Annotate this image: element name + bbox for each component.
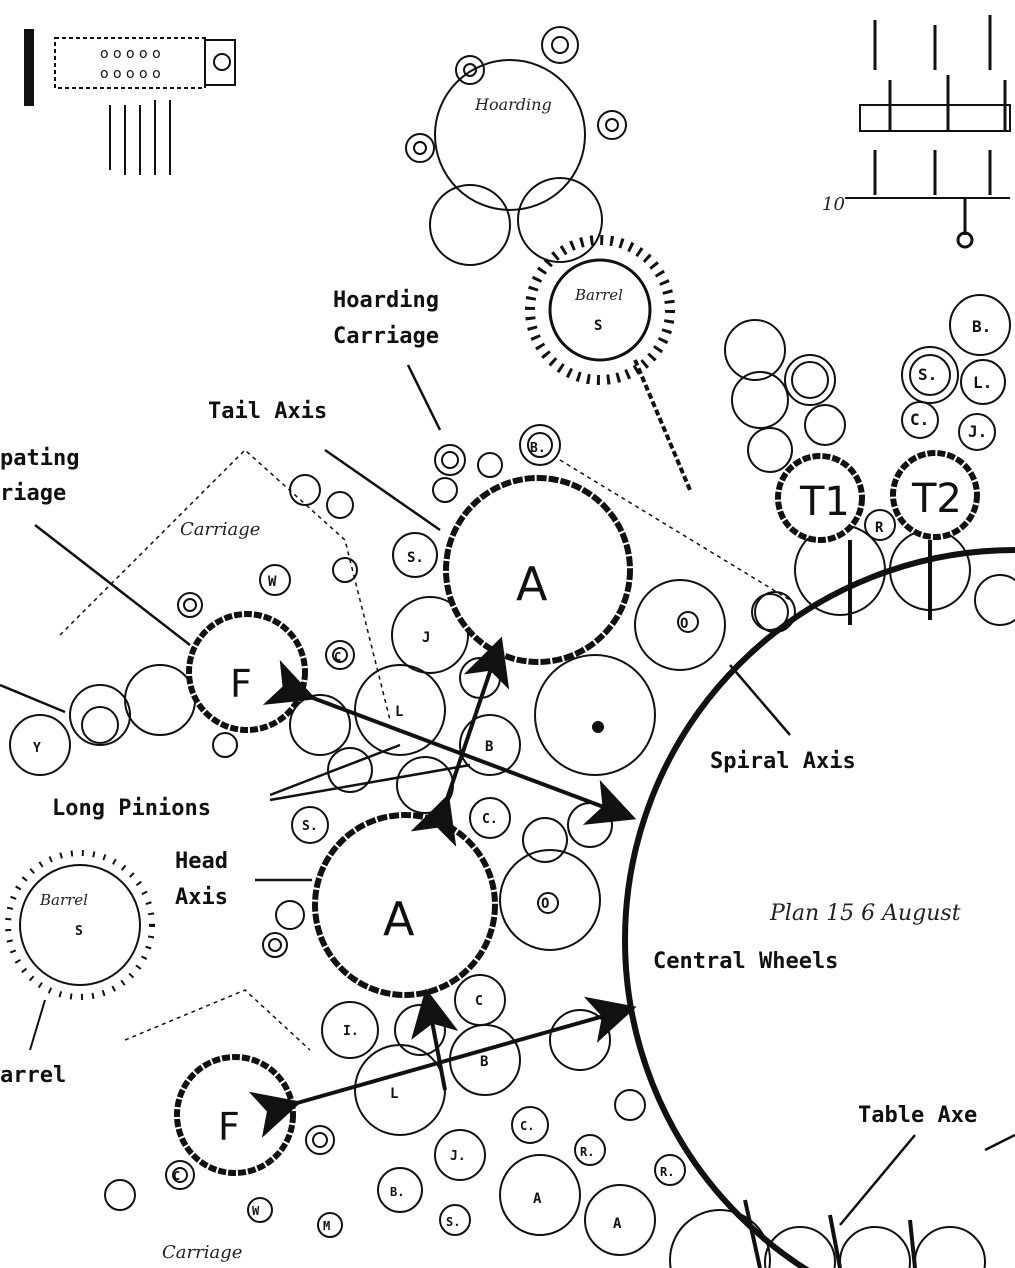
letter-l-mid: L (395, 704, 403, 720)
label-tail-axis: Tail Axis (208, 399, 327, 424)
t2-wheel: T2 (890, 450, 980, 540)
letter-b-top: B. (530, 441, 546, 456)
label-barrel: arrel (0, 1063, 66, 1088)
label-anticipating-carriage: riage (0, 481, 66, 506)
letter-i-low: I. (343, 1024, 359, 1039)
left-barrel: Barrel S (5, 850, 155, 1051)
label-anticipating: pating (0, 446, 79, 471)
a-lower-label: A (383, 892, 415, 946)
letter-b-right: B. (972, 317, 991, 336)
f-upper-wheel: F (186, 611, 308, 733)
letter-c-left: C (334, 650, 341, 664)
label-carriage: Carriage (333, 324, 439, 349)
letter-a-small1: A (533, 1191, 542, 1207)
upper-barrel: Barrel S (525, 235, 692, 491)
top-right-mechanism-sketch: 10 (822, 15, 1011, 249)
letter-w-left: W (268, 574, 277, 590)
barrel-top-s: S (594, 318, 602, 334)
svg-text:o o o o o: o o o o o (100, 66, 161, 82)
plan-note: Plan 15 6 August (769, 901, 961, 926)
letter-b-mid: B (485, 739, 493, 755)
barrel-left-note: Barrel (39, 891, 88, 909)
letter-s-low2: S. (446, 1215, 460, 1229)
letter-s-low: S. (302, 819, 318, 834)
letter-s-right: S. (918, 365, 937, 384)
central-wheels: Plan 15 6 August (622, 547, 1015, 1268)
svg-text:10: 10 (822, 194, 845, 215)
label-leader-lines (0, 364, 1015, 1226)
letter-r-t: R (875, 520, 884, 536)
letter-y-left: Y (33, 741, 41, 756)
letter-r-low: R. (580, 1145, 594, 1159)
svg-text:o o o o o: o o o o o (100, 46, 161, 62)
letter-j-low: J. (450, 1149, 466, 1164)
f-lower-wheel: F (174, 1054, 296, 1176)
top-left-mechanism-sketch: o o o o o o o o o o (24, 29, 236, 175)
letter-c-low3: C. (520, 1119, 534, 1133)
letter-o-low: O (541, 896, 549, 912)
letter-s-mid: S. (407, 550, 424, 566)
f-lower-label: F (218, 1105, 240, 1149)
letter-c-low2: C (475, 994, 483, 1009)
hoarding-gear-cluster: Hoarding (405, 26, 627, 266)
letter-c-low4: C (173, 1169, 180, 1183)
letter-o-right: O (680, 616, 688, 632)
letter-b-low2: B. (390, 1185, 404, 1199)
t1-wheel: T1 (775, 453, 865, 543)
carriage-upper-note: Carriage (180, 519, 260, 540)
letter-a-small2: A (613, 1216, 622, 1232)
label-hoarding: Hoarding (333, 288, 439, 313)
letter-c-low: C. (482, 812, 498, 827)
transfer-arrows (248, 636, 637, 1138)
hoarding-note: Hoarding (474, 95, 552, 114)
letter-r-low2: R. (660, 1165, 674, 1179)
letter-j-mid: J (422, 630, 430, 646)
table-axes-wheels (669, 1199, 986, 1268)
label-axis: Axis (175, 885, 228, 910)
a-lower-wheel: A (312, 812, 498, 998)
letter-b-low: B (480, 1054, 488, 1070)
f-upper-label: F (230, 662, 252, 706)
carriage-lower-note: Carriage (162, 1242, 242, 1263)
letter-j-right: J. (968, 422, 987, 441)
label-head: Head (175, 849, 228, 874)
label-central-wheels: Central Wheels (653, 949, 838, 974)
letter-m-low: M (323, 1219, 330, 1233)
label-table-axes: Table Axe (858, 1103, 977, 1128)
letter-w-low: W (252, 1204, 260, 1218)
a-upper-wheel: A (443, 475, 633, 665)
t1-label: T1 (799, 479, 850, 525)
t2-label: T2 (911, 476, 962, 522)
letter-l-right: L. (973, 373, 992, 392)
carriage-outlines (59, 448, 791, 1051)
letter-l-low: L (390, 1086, 398, 1102)
a-upper-label: A (516, 557, 548, 611)
label-long-pinions: Long Pinions (52, 796, 211, 821)
letter-c-right: C. (910, 410, 929, 429)
label-spiral-axis: Spiral Axis (710, 749, 856, 774)
barrel-top-note: Barrel (574, 286, 623, 304)
barrel-left-s: S (75, 924, 83, 939)
